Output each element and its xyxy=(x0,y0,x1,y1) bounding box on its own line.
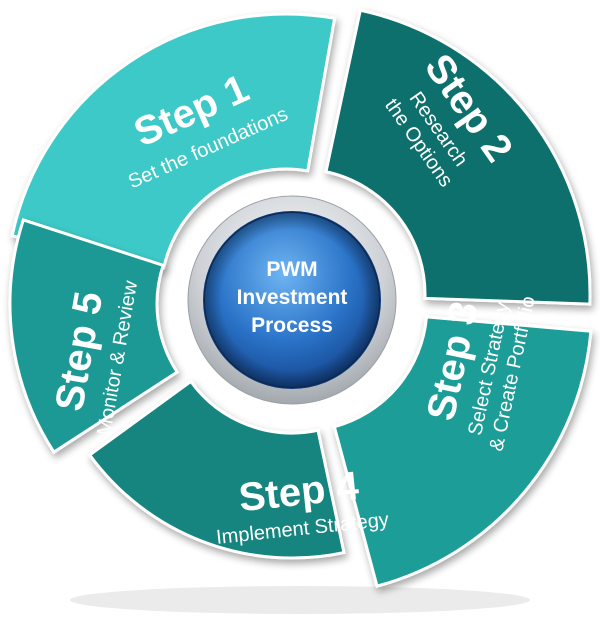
hub-line-3: Process xyxy=(251,314,333,337)
step-5-segment xyxy=(8,218,180,455)
segments-group xyxy=(8,8,593,588)
step-2-segment xyxy=(324,8,592,306)
hub-line-2: Investment xyxy=(237,286,348,309)
hub-inner-shadow xyxy=(204,212,380,388)
step-1-segment xyxy=(10,12,337,270)
hub-line-1: PWM xyxy=(266,258,317,281)
step-3-segment xyxy=(332,315,593,588)
center-hub: PWM Investment Process xyxy=(174,182,410,418)
step-4-segment xyxy=(87,379,346,560)
floor-shadow xyxy=(70,586,530,614)
